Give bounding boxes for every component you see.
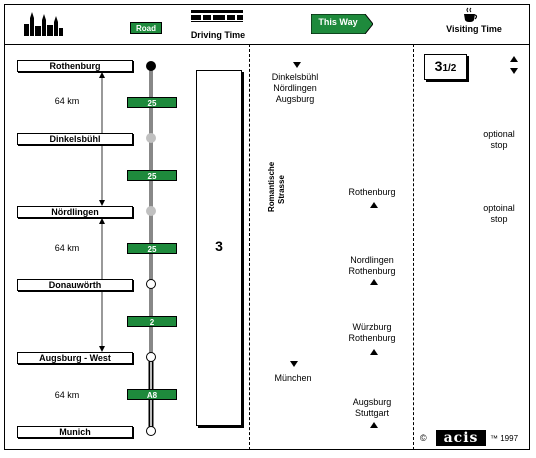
waypoint-node	[146, 352, 156, 362]
road-number-badge: 25	[127, 97, 177, 108]
coffee-cup-icon	[464, 7, 478, 22]
direction-up-icon	[370, 422, 378, 428]
column-divider-1	[249, 44, 250, 450]
end-node	[146, 426, 156, 436]
driving-time-label: Driving Time	[190, 30, 246, 40]
road-number-badge: 2	[127, 316, 177, 327]
distance-label: 64 km	[54, 243, 80, 253]
waypoint-node	[146, 206, 156, 216]
direction-destination: München	[274, 373, 312, 383]
city-label: Dinkelsbühl	[17, 133, 133, 145]
direction-up-icon	[370, 279, 378, 285]
direction-destination: Nordlingen Rothenburg	[348, 255, 396, 276]
route-name-vertical: Romantische Strasse	[267, 160, 286, 212]
acis-logo: acis	[436, 430, 486, 446]
visiting-time-label: Visiting Time	[446, 24, 502, 34]
car-road-icon	[191, 10, 243, 22]
direction-down-icon	[290, 361, 298, 367]
svg-text:Romantische Strasse: Romantische Strasse	[267, 160, 286, 212]
road-badge: Road	[130, 22, 162, 34]
city-label: Munich	[17, 426, 133, 438]
direction-up-icon	[370, 202, 378, 208]
optional-stop-label: optional stop	[483, 129, 515, 150]
diagram-frame	[4, 4, 530, 450]
visiting-time-box: 31/2	[424, 54, 467, 80]
visiting-time-fraction: 1/2	[442, 63, 457, 74]
city-skyline-icon	[24, 12, 63, 36]
optional-stop-label: optoinal stop	[483, 203, 515, 224]
this-way-arrow-icon	[311, 14, 373, 34]
trademark-year: ™ 1997	[490, 434, 519, 443]
distance-label: 64 km	[54, 96, 80, 106]
driving-time-value: 3	[215, 238, 223, 254]
waypoint-node	[146, 279, 156, 289]
direction-up-icon	[370, 349, 378, 355]
visiting-time-main: 3	[434, 58, 443, 74]
road-number-badge: A8	[127, 389, 177, 400]
road-number-badge: 25	[127, 243, 177, 254]
waypoint-node	[146, 133, 156, 143]
city-label: Donauwörth	[17, 279, 133, 291]
this-way-label: This Way	[318, 17, 358, 27]
scroll-down-icon[interactable]	[510, 68, 518, 74]
driving-time-box	[196, 70, 242, 426]
direction-destination: Augsburg Stuttgart	[352, 397, 392, 418]
start-node	[146, 61, 156, 71]
city-label: Augsburg - West	[17, 352, 133, 364]
city-label: Nördlingen	[17, 206, 133, 218]
scroll-up-icon[interactable]	[510, 56, 518, 62]
direction-down-icon	[293, 62, 301, 68]
header-divider	[4, 44, 530, 45]
direction-destination: Würzburg Rothenburg	[348, 322, 396, 343]
column-divider-2	[413, 44, 414, 450]
city-label: Rothenburg	[17, 60, 133, 72]
direction-destination: Rothenburg	[348, 187, 396, 197]
distance-label: 64 km	[54, 390, 80, 400]
copyright-symbol: ©	[420, 433, 427, 443]
road-number-badge: 25	[127, 170, 177, 181]
direction-destinations: Dinkelsbühl Nördlingen Augsburg	[271, 72, 319, 104]
